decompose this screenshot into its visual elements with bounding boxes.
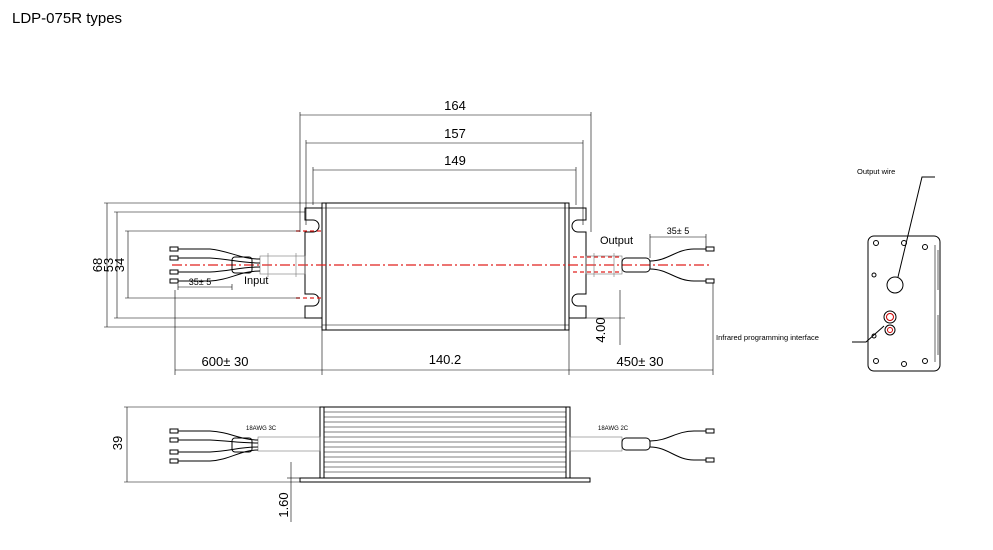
dim-34: 34 [112,258,127,272]
dim-68: 68 [90,258,105,272]
side-view: 18AWG 3C 18AWG 2C 39 1.60 [110,406,715,522]
dim-600: 600± 30 [202,354,249,369]
label-output: Output [600,235,633,247]
label-output-wire: Output wire [857,167,895,176]
dim-4: 4.00 [593,317,608,342]
dim-450: 450± 30 [617,354,664,369]
dim-164: 164 [444,98,466,113]
label-input: Input [244,275,268,287]
label-infrared: Infrared programming interface [716,333,819,342]
end-view: Output wire Infrared programming interfa… [716,167,941,372]
dim-53: 53 [101,258,116,272]
dim-157: 157 [444,126,466,141]
dim-35-right: 35± 5 [667,226,689,236]
dim-39: 39 [110,436,125,450]
label-awg-input: 18AWG 3C [246,426,277,432]
dim-1-60: 1.60 [276,492,291,517]
label-awg-output: 18AWG 2C [598,426,629,432]
dim-140: 140.2 [429,352,462,367]
top-view: 164 157 149 [90,98,715,375]
dim-149: 149 [444,153,466,168]
drawing-title: LDP-075R types [12,10,123,27]
dim-35-left: 35± 5 [189,277,211,287]
